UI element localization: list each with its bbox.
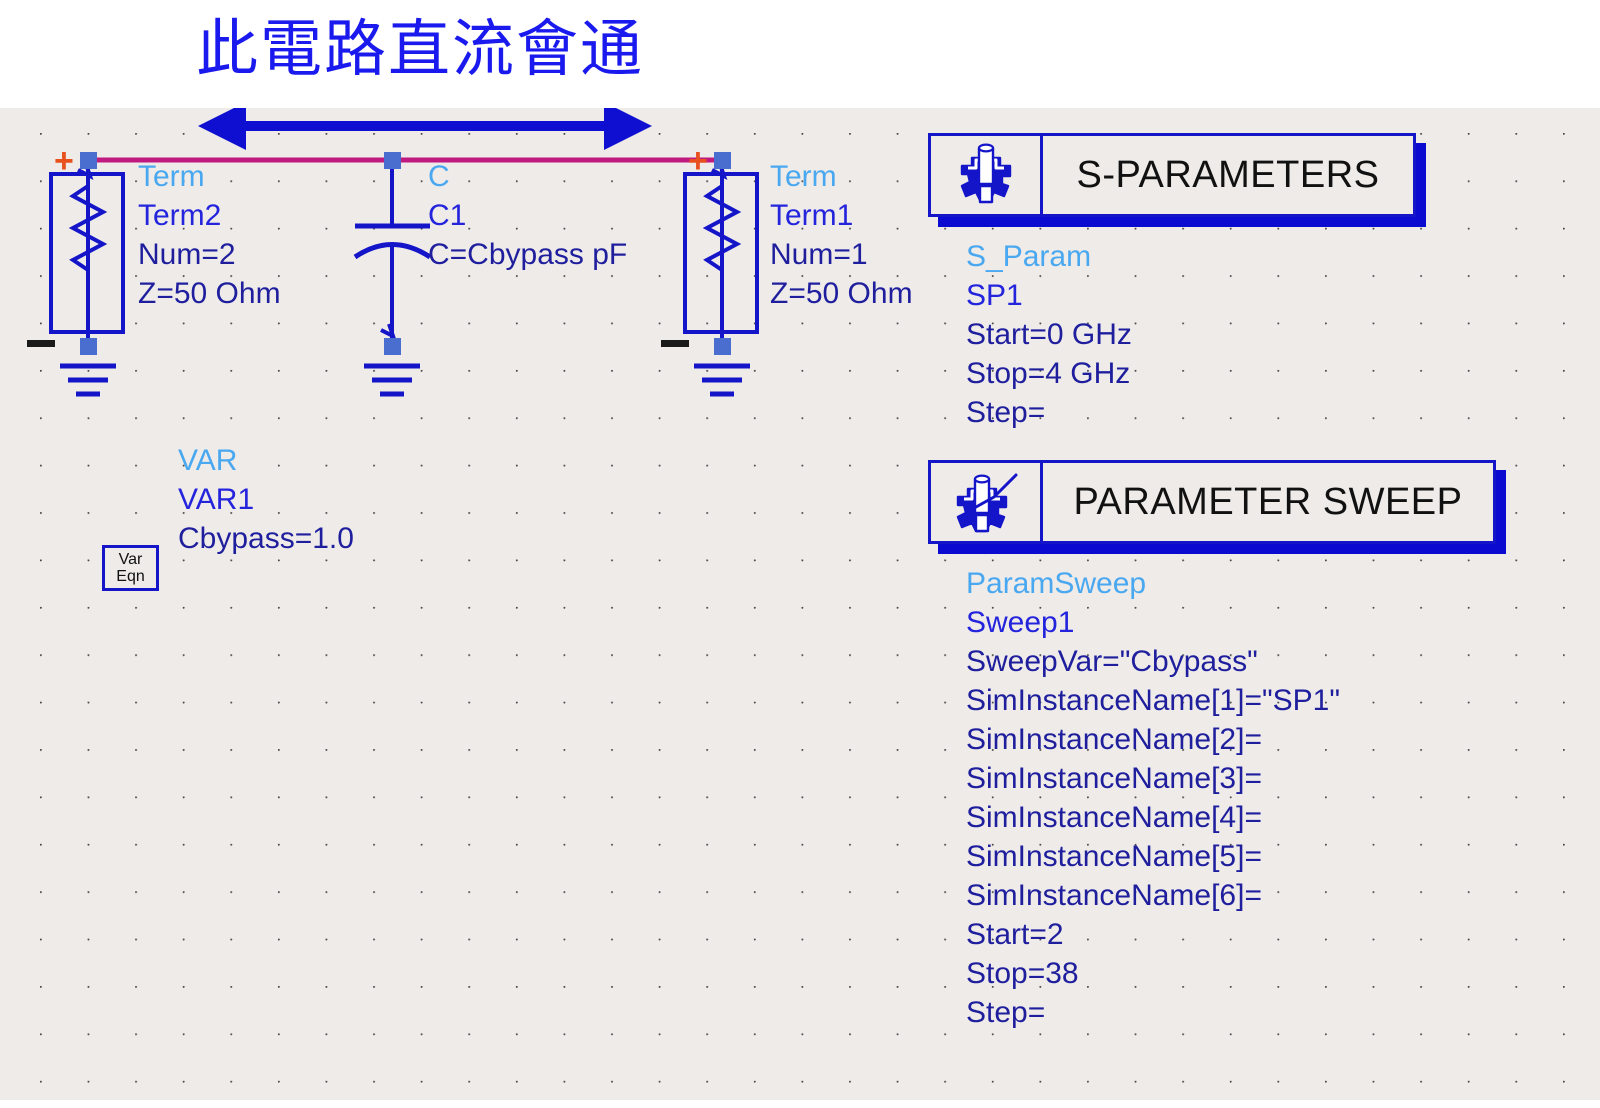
node-square <box>714 152 731 169</box>
terminal-minus-mark <box>661 340 689 347</box>
param-sweep-stop[interactable]: Stop=38 <box>966 957 1079 990</box>
param-sweep-sweepvar[interactable]: SweepVar="Cbypass" <box>966 645 1258 678</box>
node-square <box>714 338 731 355</box>
param-sweep-siminstance-3[interactable]: SimInstanceName[3]= <box>966 762 1262 795</box>
var-symbol-line1: Var <box>118 551 143 568</box>
s-param-stop[interactable]: Stop=4 GHz <box>966 357 1131 390</box>
term1-instance-label: Term1 <box>770 199 854 232</box>
param-sweep-siminstance-5[interactable]: SimInstanceName[5]= <box>966 840 1262 873</box>
param-sweep-step[interactable]: Step= <box>966 996 1046 1029</box>
node-square <box>384 338 401 355</box>
gear-sweep-icon <box>956 473 1017 533</box>
parameter-sweep-block[interactable]: PARAMETER SWEEP <box>928 460 1506 554</box>
term1-param-num[interactable]: Num=1 <box>770 238 868 271</box>
capacitor-symbol[interactable] <box>353 152 432 397</box>
s-param-step[interactable]: Step= <box>966 396 1046 429</box>
var-instance-label: VAR1 <box>178 483 255 516</box>
s-parameters-banner-title: S-PARAMETERS <box>1076 153 1380 196</box>
param-sweep-siminstance-6[interactable]: SimInstanceName[6]= <box>966 879 1262 912</box>
term1-param-z[interactable]: Z=50 Ohm <box>770 277 913 310</box>
cap-param-c[interactable]: C=Cbypass pF <box>428 238 628 271</box>
s-parameters-icon-cell <box>931 136 1043 214</box>
page-title: 此電路直流會通 <box>196 12 645 85</box>
term1-type-label: Term <box>770 160 837 193</box>
gear-icon <box>960 143 1011 204</box>
var-symbol-line2: Eqn <box>116 568 145 585</box>
term2-param-z[interactable]: Z=50 Ohm <box>138 277 281 310</box>
param-sweep-siminstance-2[interactable]: SimInstanceName[2]= <box>966 723 1262 756</box>
parameter-sweep-icon-cell <box>931 463 1043 541</box>
s-param-start[interactable]: Start=0 GHz <box>966 318 1132 351</box>
param-sweep-siminstance-1[interactable]: SimInstanceName[1]="SP1" <box>966 684 1340 717</box>
s-param-type-label: S_Param <box>966 240 1092 273</box>
param-sweep-type-label: ParamSweep <box>966 567 1147 600</box>
s-param-instance-label: SP1 <box>966 279 1023 312</box>
s-parameters-banner[interactable]: S-PARAMETERS <box>928 133 1416 217</box>
var-eqn-symbol[interactable]: Var Eqn <box>102 545 159 591</box>
node-square <box>80 338 97 355</box>
cap-type-label: C <box>428 160 450 193</box>
schematic-canvas[interactable]: + + Term Term2 Num=2 Z=50 Ohm C C1 C=Cby… <box>0 108 1600 1100</box>
cap-instance-label: C1 <box>428 199 467 232</box>
param-sweep-instance-label: Sweep1 <box>966 606 1075 639</box>
parameter-sweep-banner[interactable]: PARAMETER SWEEP <box>928 460 1496 544</box>
annotation-arrow-layer <box>198 108 652 150</box>
var-param-cbypass[interactable]: Cbypass=1.0 <box>178 522 354 555</box>
param-sweep-start[interactable]: Start=2 <box>966 918 1064 951</box>
term1-plus-sign: + <box>688 142 708 180</box>
term2-plus-sign: + <box>54 142 74 180</box>
s-parameters-block[interactable]: S-PARAMETERS <box>928 133 1426 227</box>
canvas-bottom-strip <box>0 1100 1600 1108</box>
double-headed-arrow <box>198 108 652 150</box>
term2-instance-label: Term2 <box>138 199 222 232</box>
node-square <box>384 152 401 169</box>
term1-symbol[interactable] <box>661 152 759 397</box>
parameter-sweep-banner-title: PARAMETER SWEEP <box>1073 480 1463 523</box>
circuit-symbols-layer <box>27 152 759 397</box>
term2-param-num[interactable]: Num=2 <box>138 238 236 271</box>
terminal-minus-mark <box>27 340 55 347</box>
var-type-label: VAR <box>178 444 238 477</box>
param-sweep-siminstance-4[interactable]: SimInstanceName[4]= <box>966 801 1262 834</box>
title-band: 此電路直流會通 <box>0 0 1600 108</box>
term2-type-label: Term <box>138 160 205 193</box>
term2-symbol[interactable] <box>27 152 125 397</box>
node-square <box>80 152 97 169</box>
